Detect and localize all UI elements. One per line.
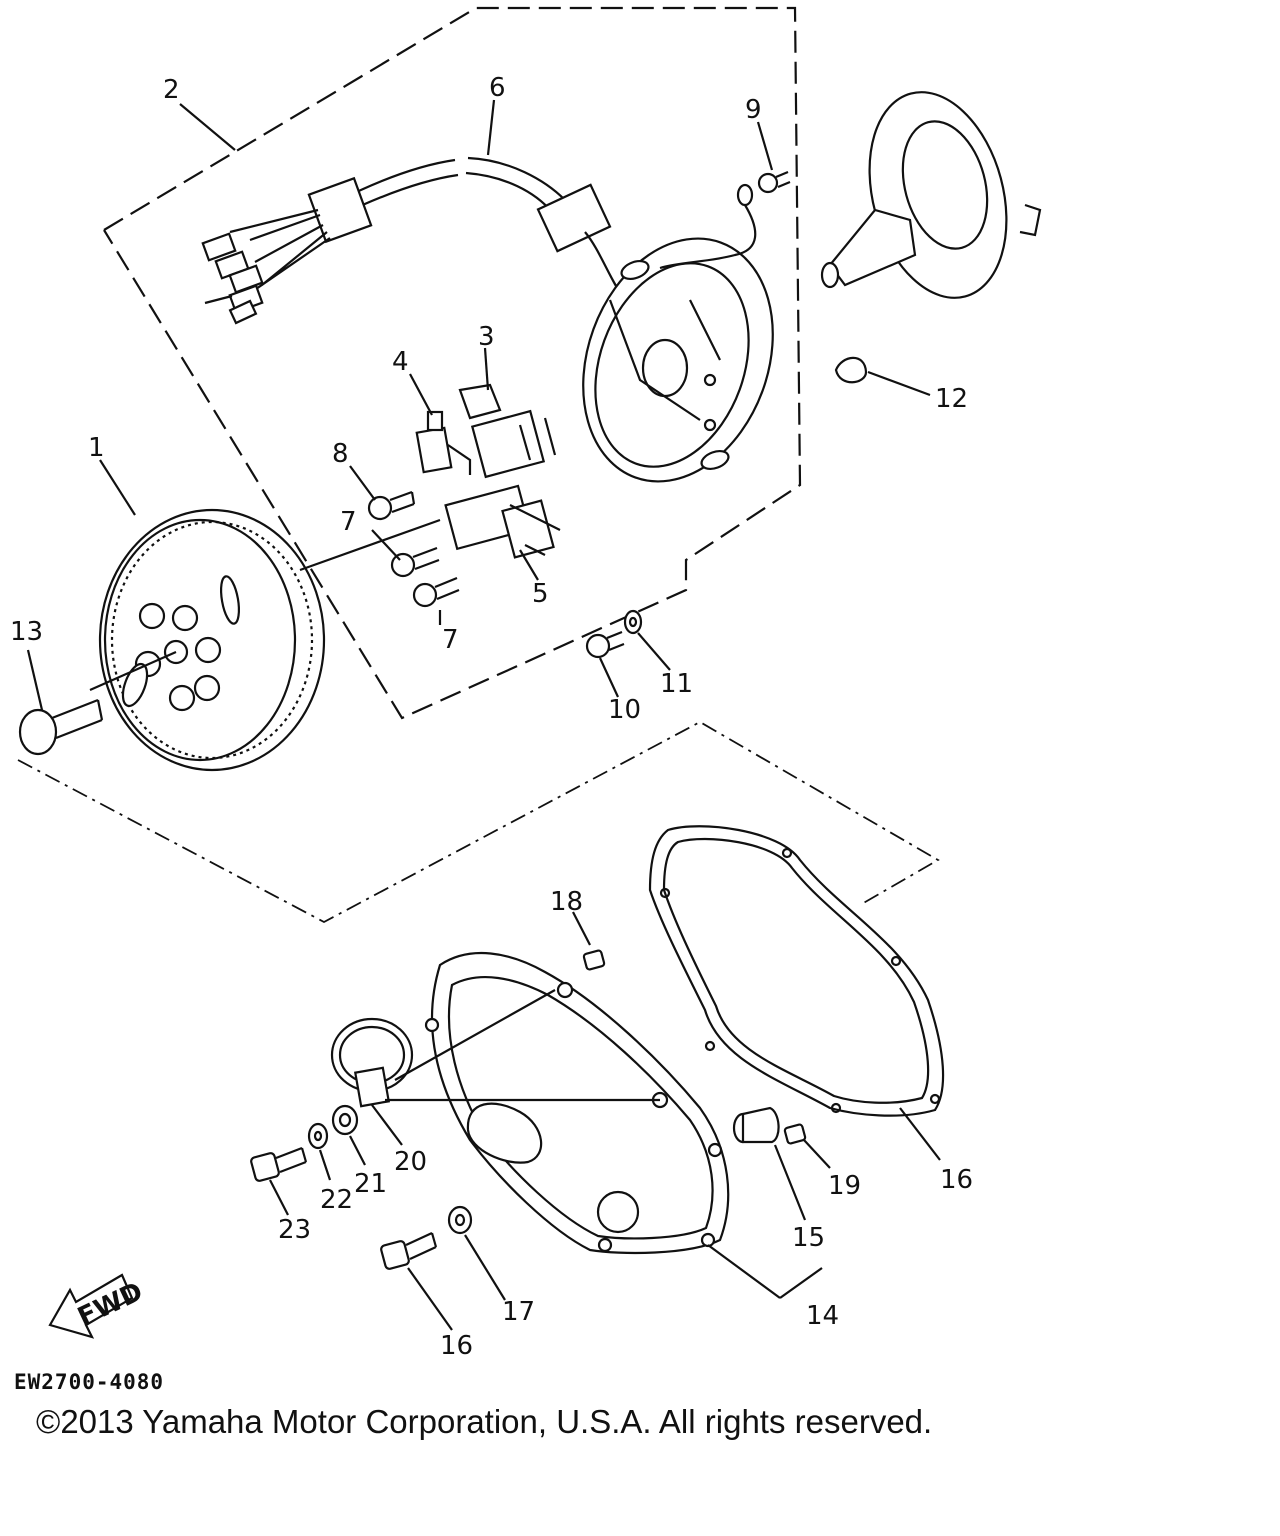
bolt-23 <box>250 1146 308 1182</box>
callout-16: 16 <box>940 1165 973 1195</box>
lead-clamp <box>330 989 660 1108</box>
callout-19-upper: 18 <box>550 887 583 917</box>
bolt-17 <box>380 1232 438 1270</box>
callout-10: 10 <box>608 695 641 725</box>
screw-7-upper <box>390 546 440 578</box>
pickup-coil <box>458 383 557 479</box>
screw-9 <box>757 170 791 194</box>
callout-3: 3 <box>478 322 495 352</box>
washer-11 <box>623 609 643 635</box>
callout-8: 8 <box>332 439 349 469</box>
collar-21 <box>331 1104 359 1136</box>
screw-7-lower <box>412 576 460 608</box>
callout-5: 4 <box>392 347 409 377</box>
callout-2: 2 <box>163 75 180 105</box>
callout-20: 20 <box>394 1147 427 1177</box>
washer-22 <box>307 1122 329 1150</box>
screw-10 <box>585 630 625 659</box>
ground-lead <box>659 183 757 270</box>
copyright-notice: ©2013 Yamaha Motor Corporation, U.S.A. A… <box>36 1403 933 1440</box>
flywheel-rotor <box>89 508 441 772</box>
callout-17: 16 <box>440 1331 473 1361</box>
stator-assembly-boundary <box>103 6 802 720</box>
callout-22: 22 <box>320 1185 353 1215</box>
callout-9: 9 <box>745 95 762 125</box>
washer-18 <box>447 1205 473 1235</box>
callout-14: 14 <box>806 1301 839 1331</box>
callout-12: 12 <box>935 384 968 414</box>
charge-coil <box>444 484 561 559</box>
dowel-pin-19-upper <box>582 949 606 971</box>
callout-6: 6 <box>489 73 506 103</box>
callout-13: 13 <box>10 617 43 647</box>
dowel-pin-19-lower <box>783 1123 807 1145</box>
callout-11: 11 <box>660 669 693 699</box>
flywheel-bolt <box>18 698 104 756</box>
callout-1: 1 <box>88 433 105 463</box>
callout-7-upper: 7 <box>340 507 357 537</box>
sensor-coil <box>415 410 472 475</box>
callout-15: 15 <box>792 1223 825 1253</box>
callout-4: 5 <box>532 579 549 609</box>
bushing-15 <box>732 1106 780 1144</box>
callout-7-lower: 7 <box>442 625 459 655</box>
stator-base-plate <box>582 237 774 483</box>
drawing-code: EW2700-4080 <box>14 1370 165 1394</box>
leader-lines <box>26 99 941 1331</box>
callout-23: 23 <box>278 1215 311 1245</box>
callout-19-lower: 19 <box>828 1171 861 1201</box>
screw-8 <box>367 490 416 521</box>
woodruff-key <box>834 356 868 384</box>
cover-gasket <box>648 825 945 1117</box>
fwd-arrow-icon: FWD <box>48 1273 148 1339</box>
part-callouts: 2 6 9 3 4 8 7 5 7 11 10 12 1 13 18 20 21… <box>10 73 973 1361</box>
wire-harness <box>201 156 641 331</box>
crankshaft-cone <box>820 91 1042 299</box>
assembly-frame-line <box>17 720 940 924</box>
crankcase-cover <box>424 952 730 1255</box>
callout-21: 21 <box>354 1169 387 1199</box>
callout-18: 17 <box>502 1297 535 1327</box>
